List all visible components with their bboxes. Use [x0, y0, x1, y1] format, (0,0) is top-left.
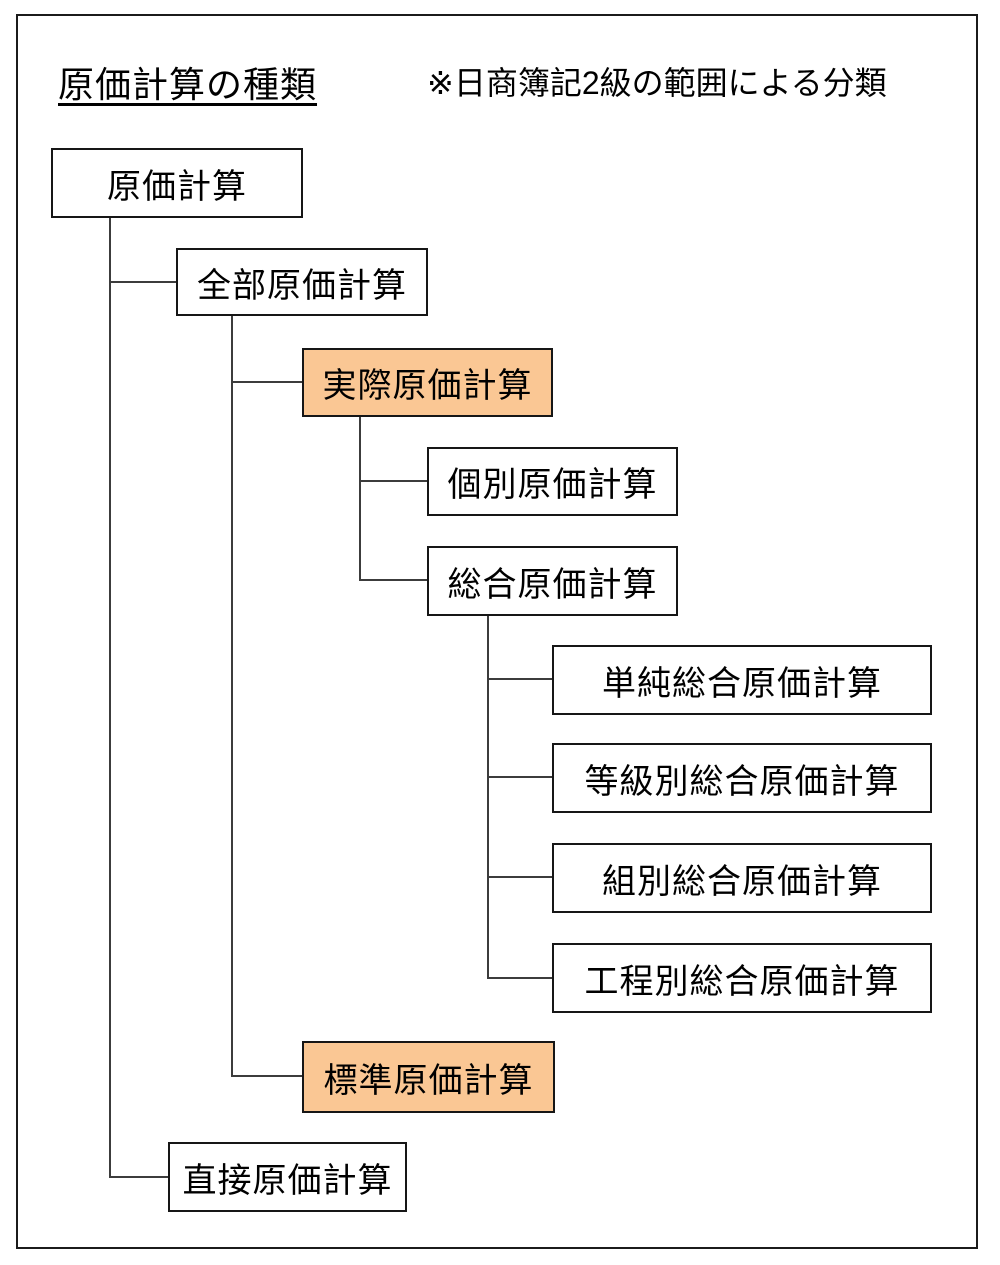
connector-h-process-costing — [359, 579, 427, 581]
connector-h-single-process-costing — [487, 678, 552, 680]
connector-v-process-costing — [487, 616, 489, 979]
connector-h-full-costing — [109, 281, 176, 283]
node-full-costing: 全部原価計算 — [176, 248, 428, 316]
connector-h-standard-costing — [231, 1075, 302, 1077]
connector-h-actual-costing — [231, 381, 302, 383]
node-process-costing: 総合原価計算 — [427, 546, 678, 616]
node-standard-costing: 標準原価計算 — [302, 1041, 555, 1113]
diagram-title: 原価計算の種類 — [58, 64, 318, 105]
connector-h-job-order-costing — [359, 480, 427, 482]
node-sequential-process-costing: 工程別総合原価計算 — [552, 943, 932, 1013]
connector-v-full-costing — [231, 316, 233, 1077]
node-group-process-costing: 組別総合原価計算 — [552, 843, 932, 913]
node-cost-accounting: 原価計算 — [51, 148, 303, 218]
connector-h-sequential-process-costing — [487, 977, 552, 979]
node-actual-costing: 実際原価計算 — [302, 348, 553, 417]
node-job-order-costing: 個別原価計算 — [427, 447, 678, 516]
node-direct-costing: 直接原価計算 — [168, 1142, 407, 1212]
connector-h-grade-process-costing — [487, 776, 552, 778]
connector-v-actual-costing — [359, 417, 361, 581]
diagram-note: ※日商簿記2級の範囲による分類 — [427, 65, 887, 101]
connector-h-group-process-costing — [487, 876, 552, 878]
connector-h-direct-costing — [109, 1176, 168, 1178]
node-single-process-costing: 単純総合原価計算 — [552, 645, 932, 715]
node-grade-process-costing: 等級別総合原価計算 — [552, 743, 932, 813]
connector-v-cost-accounting — [109, 218, 111, 1178]
